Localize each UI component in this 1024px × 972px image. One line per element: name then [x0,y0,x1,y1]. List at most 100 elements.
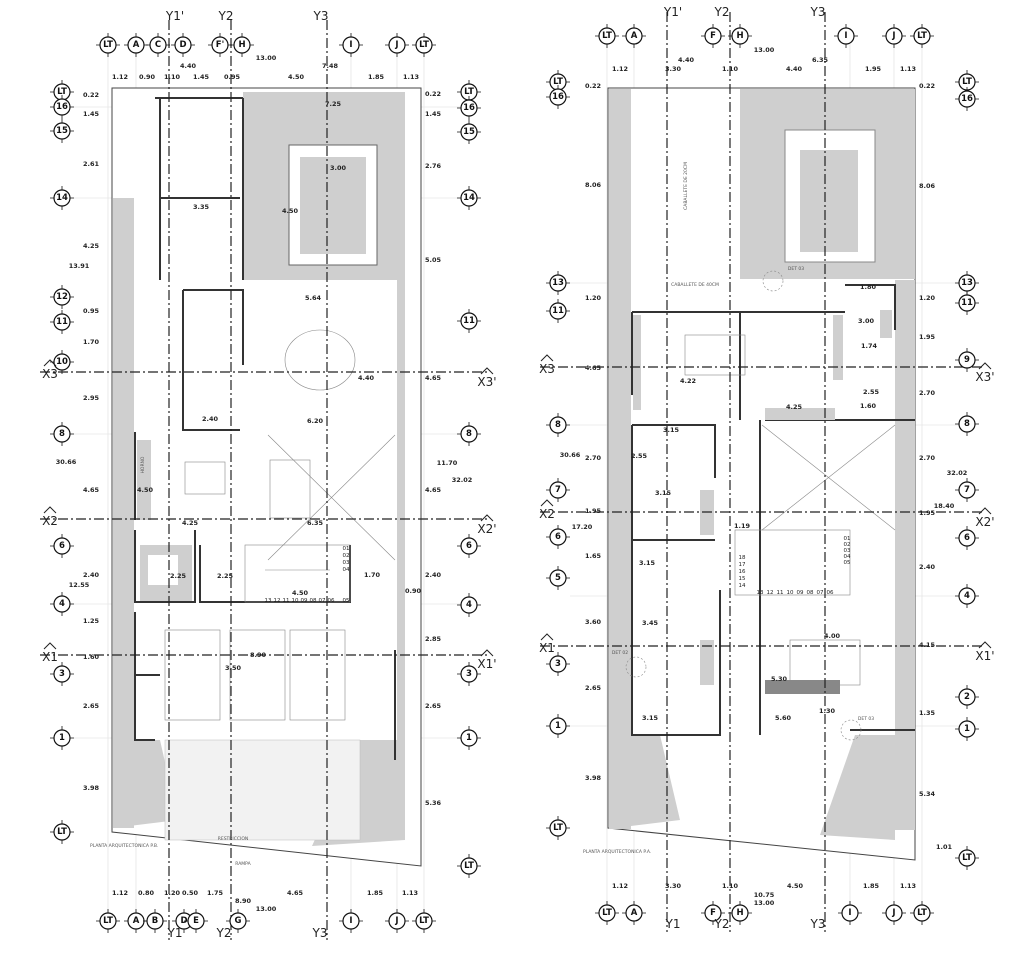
dimension-label: 1.10 [722,65,739,73]
section-axis-x2-prime: X2' [477,522,496,536]
column-grid-bubble-label: J [394,916,398,926]
dimension-label: 2.70 [919,454,936,462]
dimension-label: 4.40 [786,65,803,73]
column-grid-bubble: A [622,24,646,48]
row-grid-bubble-label: 10 [56,357,68,367]
dimension-label: 1.74 [861,342,878,350]
row-grid-bubble: 3 [546,652,570,676]
bath-counter-2 [700,640,714,685]
column-grid-bubble-label: C [155,40,161,50]
dimension-label: 2.55 [863,388,880,396]
column-grid-bubble: I [339,909,363,933]
axis-label-y3: Y3 [313,9,329,23]
column-grid-bubble-label: A [631,31,638,41]
row-grid-bubble: 3 [457,662,481,686]
stair-step-number: 06 [328,598,335,604]
dimension-label: 4.15 [919,641,936,649]
front-left-void [631,735,680,826]
row-grid-bubble-label: 15 [56,126,68,136]
counter [765,408,835,420]
stair-step-number: 05 [343,598,350,604]
column-grid-bubble-label: A [133,916,140,926]
column-grid-bubble: LT [412,33,436,57]
dimension-label: 1.12 [112,889,128,897]
column-grid-bubble: I [339,33,363,57]
column-grid-bubble-label: LT [917,31,927,41]
section-axis-x2: X2 [539,507,555,521]
row-grid-bubble-label: 8 [555,420,561,430]
row-grid-bubble-label: 1 [59,733,65,743]
stair-step-number: 04 [844,554,851,560]
closet-left [633,315,641,410]
dimension-label: 6.20 [307,417,324,425]
dimension-label: 3.45 [642,619,659,627]
dimension-label: 1.10 [164,73,181,81]
column-grid-bubble: J [385,909,409,933]
dimension-label: 4.65 [425,374,442,382]
section-axis-x2-marker [540,499,554,507]
column-grid-bubble-label: H [238,40,245,50]
dimension-label: 8.90 [235,897,252,905]
stair-step-number: 09 [301,598,308,604]
row-grid-bubble-label: 8 [59,429,65,439]
row-grid-bubble: 16 [50,95,74,119]
column-grid-bubble-label: A [133,40,140,50]
column-grid-bubble: J [385,33,409,57]
dimension-label: 1.70 [83,338,100,346]
row-grid-bubble-label: 5 [555,573,561,583]
dimension-label: 10.75 [754,891,775,899]
stair-step-number: 02 [343,553,350,559]
dimension-label: 1.13 [402,889,418,897]
horno-counter [137,440,151,520]
row-grid-bubble: 11 [50,310,74,334]
dimension-label: 6.35 [812,56,829,64]
dimension-label: 12.55 [69,581,90,589]
column-grid-bubble: LT [595,901,619,925]
axis-label-y3: Y3 [810,917,826,931]
dimension-label: 0.80 [138,889,155,897]
dimension-label: 2.25 [217,572,234,580]
detail-callout [762,270,784,292]
dimension-label: 32.02 [452,476,473,484]
pool-water [300,157,366,254]
stair-step-number: 08 [310,598,317,604]
dimension-label: 4.00 [824,632,841,640]
row-grid-bubble-label: 3 [59,669,65,679]
room-label: RAMPA [235,861,251,867]
axis-label-y2: Y2 [216,926,232,940]
dimension-label: 1.12 [612,882,628,890]
row-grid-bubble-label: 16 [552,92,564,102]
row-grid-bubble-label: 16 [463,103,475,113]
dimension-label: 0.22 [919,82,935,90]
dimension-label: 4.50 [137,486,154,494]
dimension-label: 2.76 [425,162,442,170]
row-grid-bubble-label: LT [57,827,67,837]
row-grid-bubble-label: LT [962,853,972,863]
row-grid-bubble: 9 [955,348,979,372]
dimension-label: 1.25 [83,617,100,625]
room-label: DET 03 [788,266,804,272]
dimension-label: 4.40 [358,374,375,382]
dimension-label: 0.95 [224,73,241,81]
column-grid-bubble-label: LT [917,908,927,918]
row-grid-bubble: 15 [457,120,481,144]
column-grid-bubble: C [146,33,170,57]
dimension-label: 2.70 [919,389,936,397]
closet-right [833,315,843,380]
stair-step-number: 14 [739,583,746,589]
axis-label-y1-prime: Y1' [165,9,184,23]
dimension-label: 4.22 [680,377,696,385]
column-grid-bubble: F [701,901,725,925]
detail-callout [840,719,862,741]
row-grid-bubble: LT [955,846,979,870]
row-grid-bubble-label: LT [553,77,563,87]
dimension-label: 2.40 [202,415,219,423]
row-grid-bubble: 8 [546,413,570,437]
dimension-label: 2.40 [919,563,936,571]
row-grid-bubble: 6 [546,525,570,549]
dimension-label: 1.35 [919,709,936,717]
row-grid-bubble-label: 7 [964,485,970,495]
column-grid-bubble-label: I [844,31,847,41]
row-grid-bubble: 11 [457,309,481,333]
stair-step-number: 06 [827,590,834,596]
